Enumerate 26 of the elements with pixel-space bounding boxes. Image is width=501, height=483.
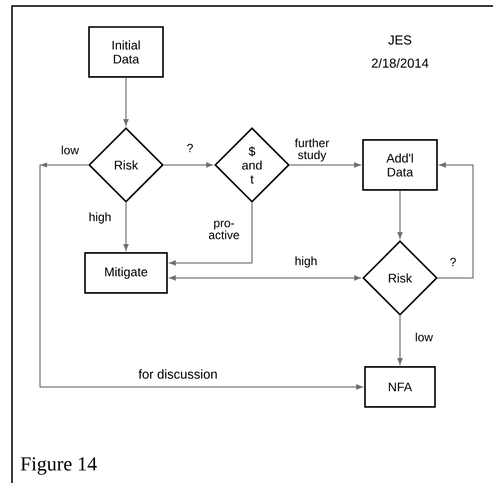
edge-label: ? bbox=[187, 144, 193, 152]
arrow bbox=[123, 77, 129, 126]
edge-label: ? bbox=[450, 258, 456, 266]
arrow bbox=[169, 202, 252, 266]
edge-label: high bbox=[90, 212, 111, 224]
edge-label: low bbox=[416, 332, 433, 342]
edge-label: high bbox=[296, 256, 317, 268]
arrow bbox=[397, 315, 403, 365]
arrow bbox=[397, 190, 403, 239]
process-box: Add'l Data bbox=[362, 139, 438, 191]
process-box: NFA bbox=[364, 366, 436, 408]
process-box: Initial Data bbox=[88, 26, 164, 78]
note-text: 2/18/2014 bbox=[372, 58, 428, 68]
arrow bbox=[169, 275, 361, 281]
edge-label: low bbox=[62, 146, 79, 154]
edge-label: pro- active bbox=[208, 220, 240, 240]
arrow bbox=[289, 162, 361, 168]
note-text: JES bbox=[388, 35, 412, 45]
arrow bbox=[123, 202, 129, 251]
arrow bbox=[40, 162, 363, 390]
edge-label: further study bbox=[294, 138, 330, 162]
figure-caption: Figure 14 bbox=[20, 457, 97, 475]
arrow bbox=[437, 162, 474, 278]
process-box: Mitigate bbox=[84, 252, 168, 294]
arrow bbox=[163, 162, 213, 168]
note-text: for discussion bbox=[138, 369, 217, 379]
